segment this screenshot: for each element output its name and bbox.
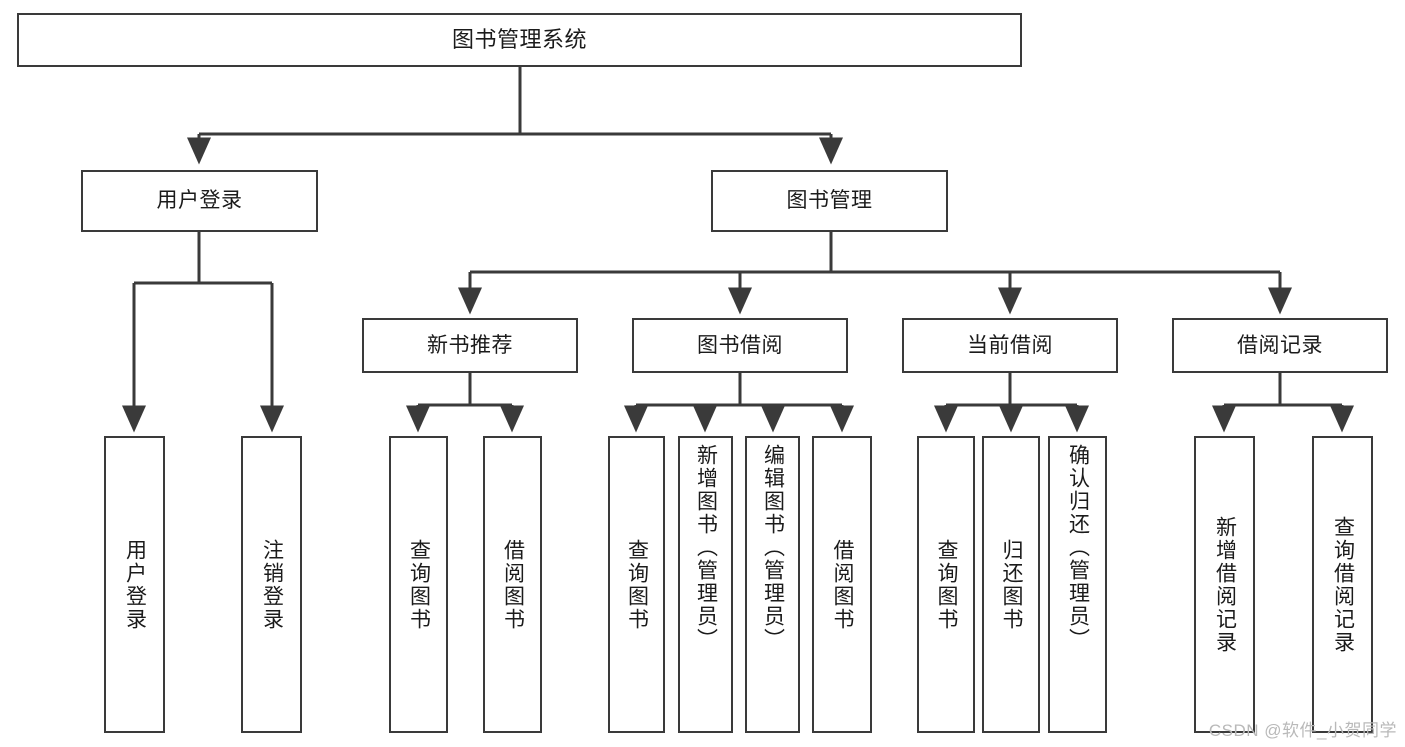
node-label: 用户登录 [156, 189, 243, 213]
watermark-text: CSDN @软件_小贺同学 [1208, 721, 1397, 740]
node-book-borrow[interactable]: 图书借阅 [632, 318, 848, 373]
leaf-edit-book-admin[interactable]: 编辑图书（管理员） [745, 436, 800, 733]
leaf-return-book[interactable]: 归还图书 [982, 436, 1040, 733]
node-label: 图书借阅 [697, 333, 783, 357]
node-new-book-recommend[interactable]: 新书推荐 [362, 318, 578, 373]
node-label: 查询图书 [407, 538, 431, 631]
node-current-borrow[interactable]: 当前借阅 [902, 318, 1118, 373]
node-label: 新增借阅记录 [1213, 515, 1237, 654]
node-label: 借阅记录 [1237, 333, 1323, 357]
leaf-query-book-recommend[interactable]: 查询图书 [389, 436, 448, 733]
leaf-query-book-current[interactable]: 查询图书 [917, 436, 975, 733]
node-label: 注销登录 [260, 538, 284, 631]
node-label: 图书管理 [786, 189, 873, 213]
leaf-borrow-book-recommend[interactable]: 借阅图书 [483, 436, 542, 733]
node-label: 图书管理系统 [451, 26, 587, 52]
node-label: 查询借阅记录 [1331, 515, 1355, 654]
leaf-logout-login[interactable]: 注销登录 [241, 436, 302, 733]
node-label: 借阅图书 [501, 538, 525, 631]
node-label: 用户登录 [123, 538, 147, 631]
leaf-query-book-borrow[interactable]: 查询图书 [608, 436, 665, 733]
node-label: 确认归还（管理员） [1066, 444, 1090, 651]
leaf-add-book-admin[interactable]: 新增图书（管理员） [678, 436, 733, 733]
leaf-add-borrow-record[interactable]: 新增借阅记录 [1194, 436, 1255, 733]
node-label: 查询图书 [935, 538, 959, 631]
node-label: 新书推荐 [427, 333, 513, 357]
leaf-borrow-book-borrow[interactable]: 借阅图书 [812, 436, 872, 733]
node-book-management-system[interactable]: 图书管理系统 [17, 13, 1022, 67]
node-user-login[interactable]: 用户登录 [81, 170, 318, 232]
node-label: 新增图书（管理员） [694, 444, 718, 651]
leaf-query-borrow-record[interactable]: 查询借阅记录 [1312, 436, 1373, 733]
node-label: 当前借阅 [967, 333, 1053, 357]
leaf-confirm-return-admin[interactable]: 确认归还（管理员） [1048, 436, 1107, 733]
leaf-user-login[interactable]: 用户登录 [104, 436, 165, 733]
node-label: 借阅图书 [831, 538, 855, 631]
node-book-management[interactable]: 图书管理 [711, 170, 948, 232]
node-label: 查询图书 [625, 538, 649, 631]
node-label: 归还图书 [1000, 538, 1024, 631]
node-borrow-record[interactable]: 借阅记录 [1172, 318, 1388, 373]
node-label: 编辑图书（管理员） [761, 444, 785, 651]
